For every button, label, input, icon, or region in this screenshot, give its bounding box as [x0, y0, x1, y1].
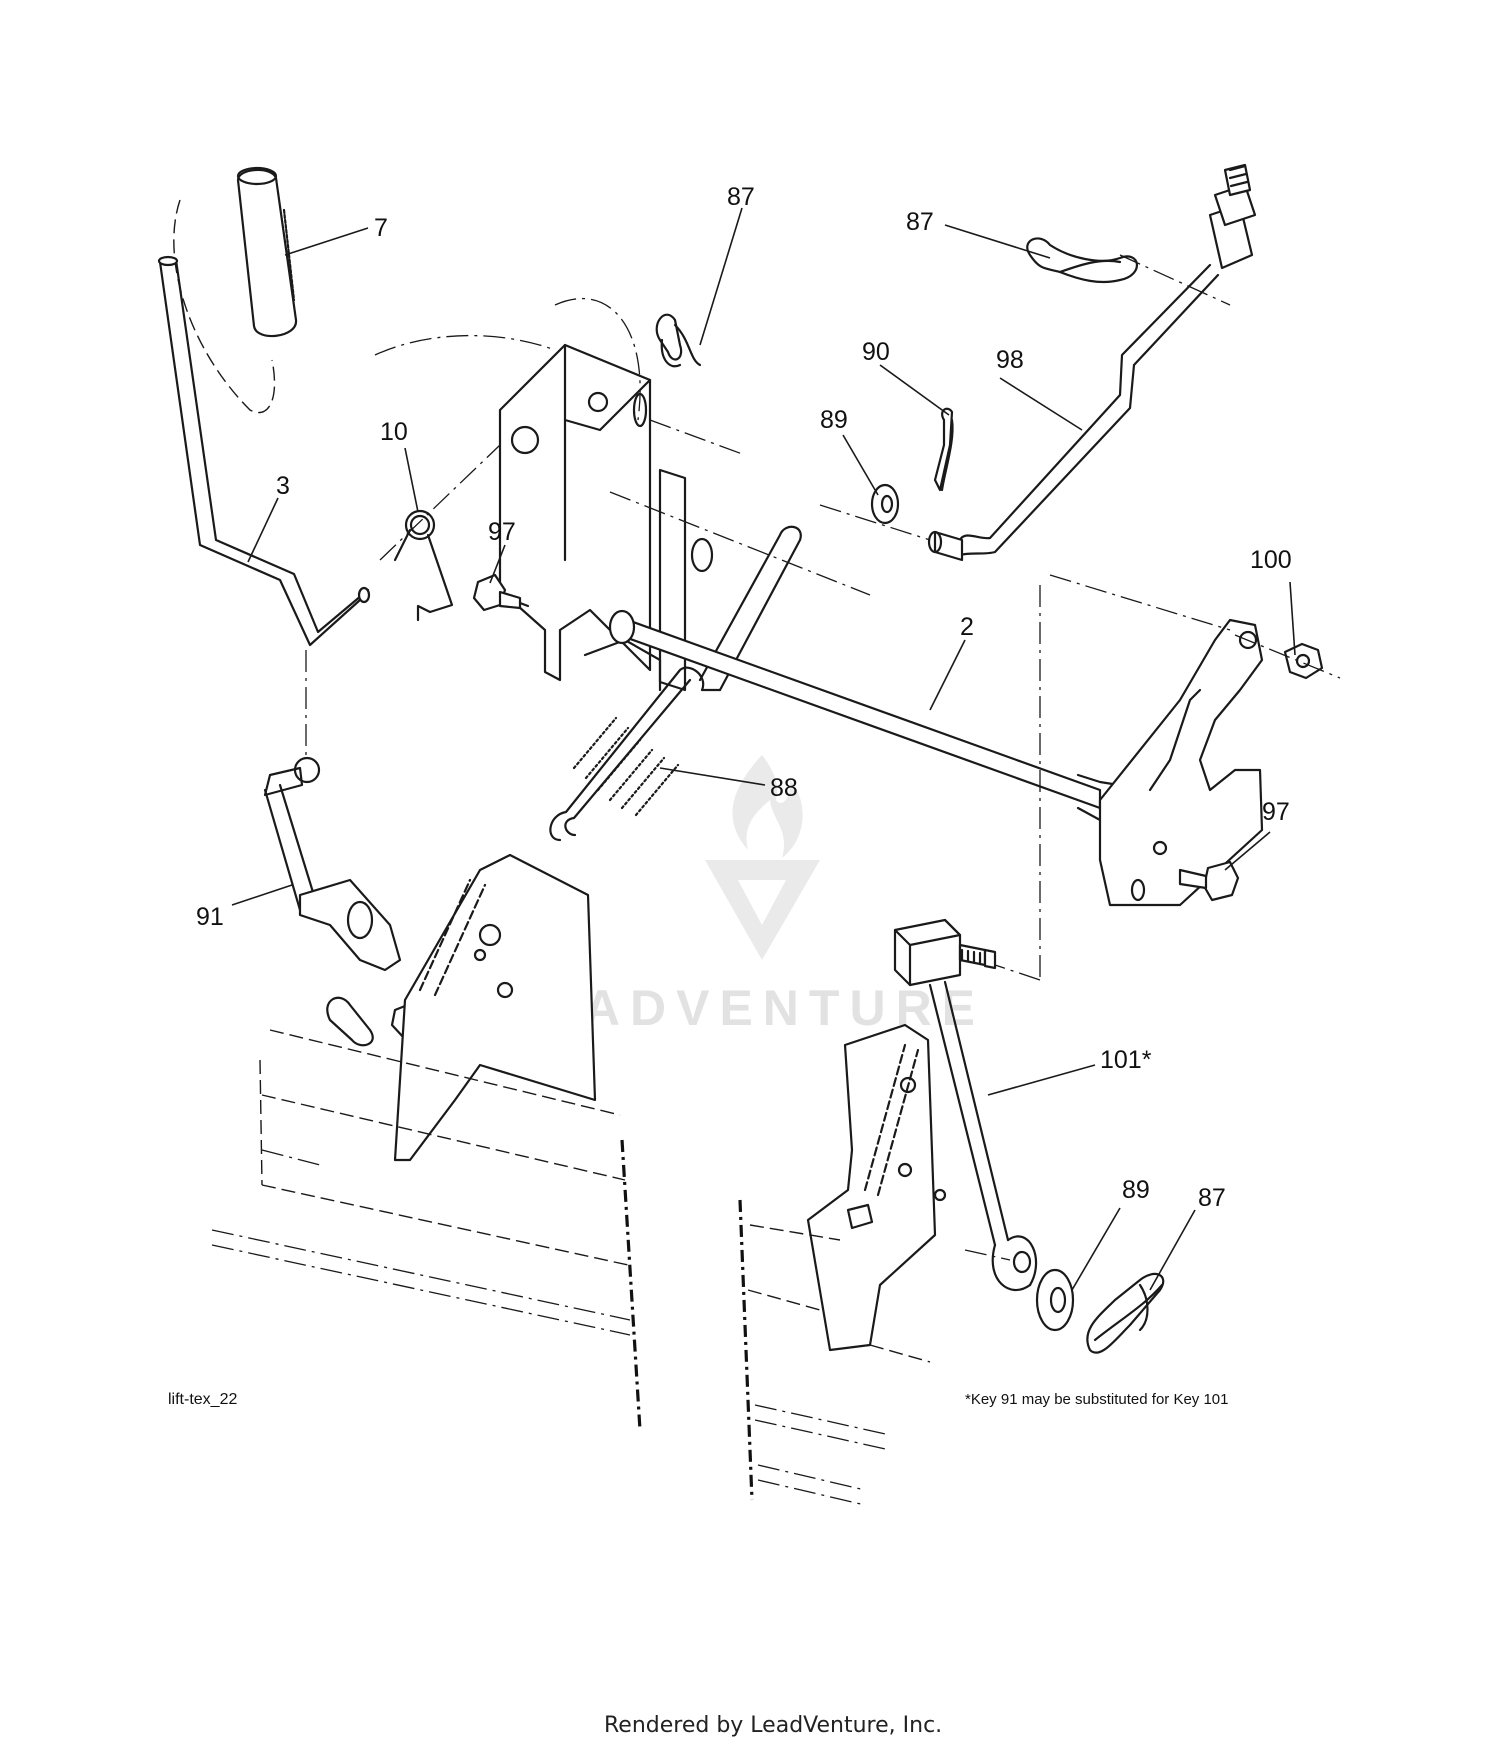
callout-91: 91 [196, 903, 224, 931]
mounting-bracket [374, 298, 871, 692]
callout-87-top: 87 [727, 183, 755, 211]
part-3-lift-handle [157, 255, 371, 760]
callout-88: 88 [770, 774, 798, 802]
leader-lines [231, 207, 1296, 1291]
part-97-bolt-right [1178, 860, 1240, 902]
right-deck-outline [738, 1199, 931, 1506]
part-97-bolt-left [472, 573, 530, 612]
right-lift-arm [1098, 618, 1264, 907]
part-2-lift-shaft [608, 609, 1162, 832]
callout-97-left: 97 [488, 518, 516, 546]
diagram-id: lift-tex_22 [168, 1391, 237, 1408]
right-deck-bracket [806, 1023, 947, 1352]
watermark-logo [705, 755, 820, 960]
left-deck-bracket [393, 853, 597, 1162]
callout-7: 7 [374, 214, 388, 242]
part-87-hairpin-top-center [655, 313, 702, 368]
part-89-washer-bottom [1035, 1268, 1075, 1332]
callout-100: 100 [1250, 546, 1292, 574]
substitution-note: *Key 91 may be substituted for Key 101 [965, 1391, 1229, 1408]
part-88-extension-spring [549, 525, 802, 842]
callout-10: 10 [380, 418, 408, 446]
callout-89-top: 89 [820, 406, 848, 434]
left-deck-outline [211, 1029, 642, 1431]
part-100-nut [1049, 574, 1341, 680]
right-frame-centerlines [994, 585, 1041, 981]
callout-89-bottom: 89 [1122, 1176, 1150, 1204]
callout-98: 98 [996, 346, 1024, 374]
callout-2: 2 [960, 613, 974, 641]
part-10-spring [379, 444, 501, 622]
callout-87-bottom: 87 [1198, 1184, 1226, 1212]
callout-97-right: 97 [1262, 798, 1290, 826]
part-98-lift-link [819, 163, 1257, 562]
callout-87-right: 87 [906, 208, 934, 236]
callout-90: 90 [862, 338, 890, 366]
part-7-grip [173, 166, 298, 414]
callout-3: 3 [276, 472, 290, 500]
part-87-hairpin-bottom [964, 1249, 1165, 1354]
part-101-right-lift-link [893, 918, 1038, 1292]
callout-labels: 7 87 87 90 98 89 10 3 97 100 2 88 97 91 … [196, 183, 1292, 1212]
part-87-hairpin-top-right [1026, 237, 1138, 284]
part-90-hairpin [933, 407, 954, 492]
footer-credit: Rendered by LeadVenture, Inc. [604, 1713, 942, 1738]
callout-101: 101* [1100, 1046, 1152, 1074]
